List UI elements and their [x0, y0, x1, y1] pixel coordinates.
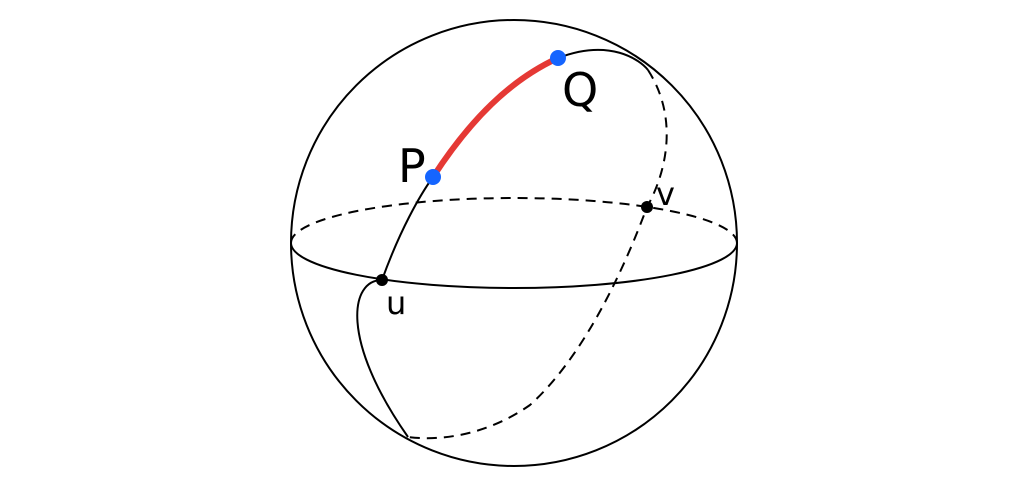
point-v: [641, 201, 653, 213]
label-p: P: [398, 139, 426, 193]
arc-pq: [430, 55, 561, 180]
point-u: [376, 274, 388, 286]
label-u: u: [386, 284, 406, 322]
point-q: [550, 50, 566, 66]
point-p: [425, 169, 441, 185]
equator-front: [290, 242, 738, 289]
great-circle-front: [356, 48, 649, 438]
label-v: v: [656, 175, 675, 213]
equator-back: [290, 197, 738, 244]
great-circle-back: [407, 69, 668, 440]
label-q: Q: [562, 63, 598, 117]
